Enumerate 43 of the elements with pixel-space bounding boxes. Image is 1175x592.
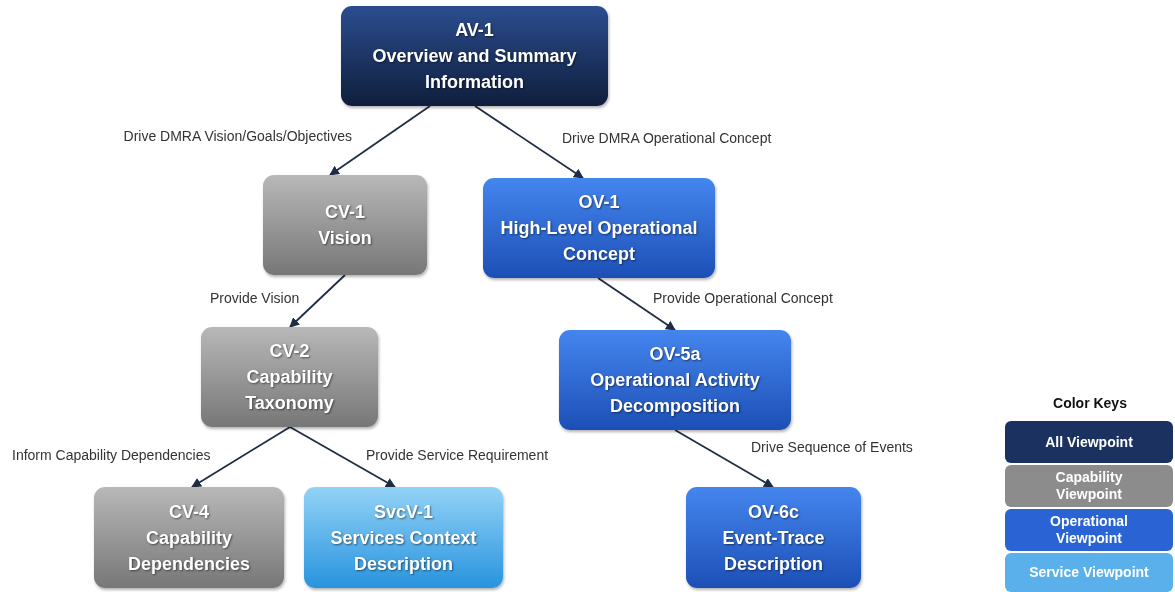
- arrow: [329, 105, 431, 176]
- view-box: [94, 487, 284, 588]
- view-name: Event-Trace Description: [721, 526, 826, 576]
- view-name: Vision: [318, 227, 372, 250]
- edge-label: Provide Service Requirement: [366, 447, 549, 463]
- arrow: [474, 105, 584, 179]
- view-name: Operational Activity Decomposition: [589, 369, 761, 418]
- view-code: CV-2: [269, 340, 310, 363]
- view-box: [304, 487, 503, 588]
- edge-label: Inform Capability Dependencies: [12, 447, 211, 463]
- view-code: OV-1: [578, 191, 620, 214]
- legend-key: Capability Viewpoint: [1005, 465, 1173, 507]
- view-code: OV-5a: [649, 343, 701, 366]
- view-name: Services Context Description: [329, 526, 478, 576]
- view-box: [341, 6, 608, 106]
- arrow: [289, 274, 346, 328]
- view-code: OV-6c: [748, 500, 799, 524]
- edge-label: Drive DMRA Vision/Goals/Objectives: [123, 128, 352, 144]
- legend-key: All Viewpoint: [1005, 421, 1173, 463]
- view-name: Capability Taxonomy: [244, 366, 335, 415]
- view-code: CV-4: [169, 500, 209, 524]
- view-code: CV-1: [325, 201, 365, 224]
- view-box: [686, 487, 861, 588]
- view-code: SvcV-1: [373, 500, 433, 524]
- view-name: High-Level Operational Concept: [499, 217, 699, 266]
- edge-label: Provide Operational Concept: [653, 290, 833, 306]
- arrow: [674, 429, 774, 488]
- arrow: [191, 426, 291, 488]
- legend-key: Operational Viewpoint: [1005, 509, 1173, 551]
- view-code: AV-1: [455, 19, 494, 42]
- edge-label: Drive DMRA Operational Concept: [562, 130, 772, 146]
- edge-label: Drive Sequence of Events: [751, 439, 913, 455]
- view-box: [263, 175, 427, 275]
- view-box: [483, 178, 715, 278]
- arrow: [597, 277, 676, 331]
- legend-title: Color Keys: [1052, 395, 1128, 411]
- view-name: Overview and Summary Information: [371, 45, 578, 94]
- arrow: [289, 426, 396, 488]
- edge-label: Provide Vision: [210, 290, 300, 306]
- view-box: [201, 327, 378, 427]
- view-name: Capability Dependencies: [126, 526, 251, 576]
- legend-key: Service Viewpoint: [1005, 553, 1173, 592]
- view-box: [559, 330, 791, 430]
